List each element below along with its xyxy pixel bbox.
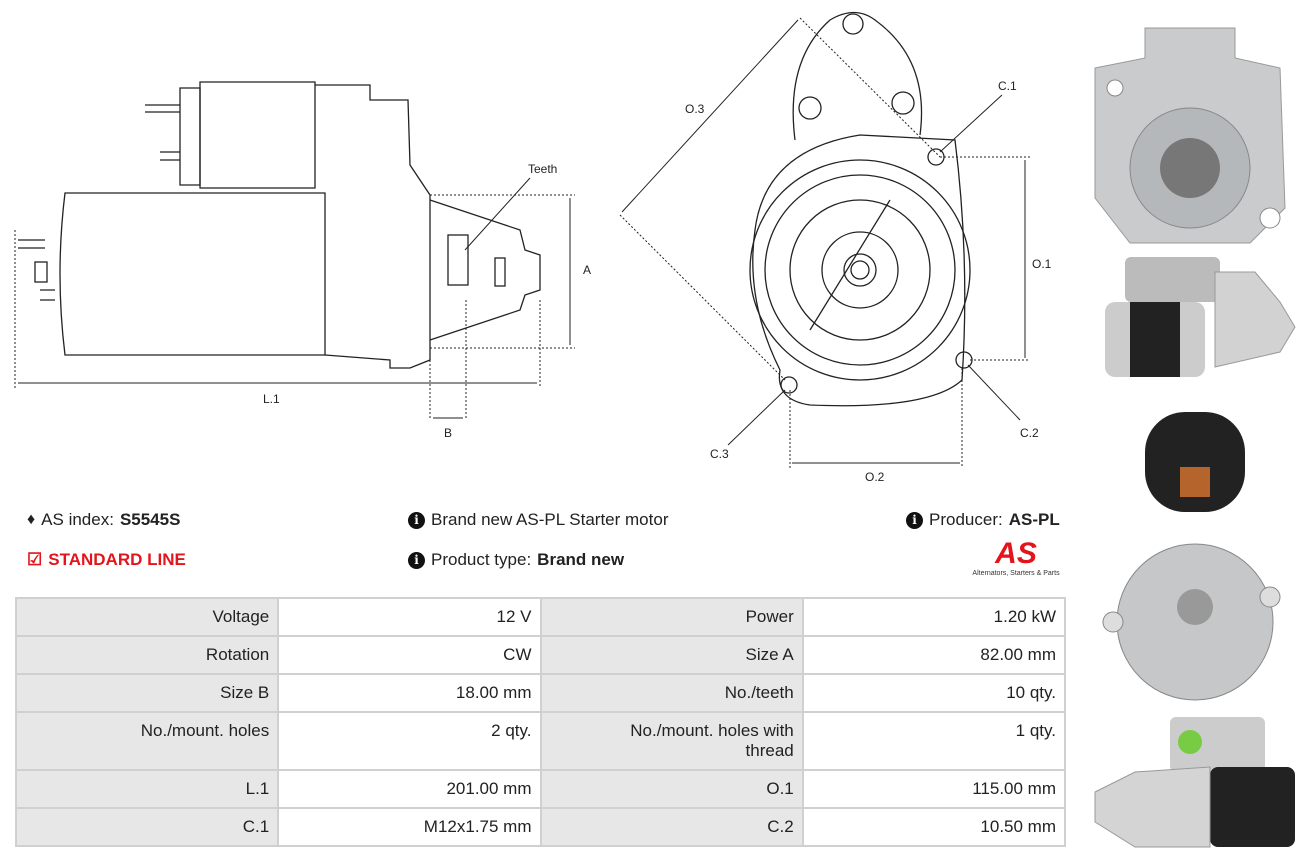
spec-label: O.1 — [539, 769, 804, 809]
side-view-drawing: Teeth A L.1 B — [14, 81, 591, 440]
spec-label: Voltage — [14, 597, 280, 637]
logo-tagline: Alternators, Starters & Parts — [972, 570, 1060, 577]
producer-label: Producer: — [929, 510, 1003, 529]
spec-value: 201.00 mm — [277, 769, 542, 809]
description-text: Brand new AS-PL Starter motor — [431, 510, 669, 529]
product-type-value: Brand new — [537, 550, 625, 569]
spec-label: Power — [539, 597, 804, 637]
front-view-drawing: C.1 O.1 C.2 O.2 C.3 O.3 — [619, 11, 1052, 484]
spec-label: C.2 — [539, 807, 804, 847]
tags-icon: ♦ — [27, 511, 36, 528]
label-c3: C.3 — [710, 447, 729, 461]
as-index-label: AS index: — [41, 510, 114, 529]
product-photo-rear — [1085, 402, 1300, 702]
standard-line: ☑ STANDARD LINE — [27, 550, 186, 570]
producer: i Producer: AS-PL — [906, 510, 1060, 530]
spec-value: CW — [277, 635, 542, 675]
spec-label: No./mount. holes with thread — [539, 711, 804, 771]
product-type: i Product type: Brand new — [408, 550, 624, 570]
product-photo-front — [1085, 8, 1300, 248]
as-index-value: S5545S — [119, 510, 181, 529]
spec-label: No./teeth — [539, 673, 804, 713]
product-photo-side — [1085, 252, 1300, 382]
as-pl-logo: AS Alternators, Starters & Parts — [962, 538, 1070, 577]
label-b: B — [444, 426, 452, 440]
spec-label: C.1 — [14, 807, 280, 847]
spec-value: 10 qty. — [801, 673, 1067, 713]
label-o3: O.3 — [685, 102, 705, 116]
spec-value: 10.50 mm — [801, 807, 1067, 847]
spec-label: L.1 — [14, 769, 280, 809]
as-index: ♦ AS index: S5545S — [27, 510, 180, 530]
label-a: A — [583, 263, 591, 277]
producer-value: AS-PL — [1008, 510, 1060, 529]
standard-line-label: STANDARD LINE — [48, 550, 186, 569]
checkbox-icon: ☑ — [27, 550, 43, 569]
logo-mark: AS — [962, 538, 1070, 570]
spec-value: 1.20 kW — [801, 597, 1067, 637]
label-o1: O.1 — [1032, 257, 1052, 271]
info-icon: i — [906, 511, 923, 529]
spec-value: 115.00 mm — [801, 769, 1067, 809]
spec-value: 2 qty. — [277, 711, 542, 771]
spec-value: 12 V — [277, 597, 542, 637]
spec-label: No./mount. holes — [14, 711, 280, 771]
spec-value: 1 qty. — [801, 711, 1067, 771]
spec-value: 82.00 mm — [801, 635, 1067, 675]
product-photo-top — [1085, 712, 1300, 852]
label-teeth: Teeth — [528, 162, 557, 176]
info-icon: i — [408, 511, 425, 529]
label-c2: C.2 — [1020, 426, 1039, 440]
spec-label: Size B — [14, 673, 280, 713]
info-icon: i — [408, 551, 425, 569]
label-o2: O.2 — [865, 470, 885, 484]
label-c1: C.1 — [998, 79, 1017, 93]
label-l1: L.1 — [263, 392, 280, 406]
spec-value: M12x1.75 mm — [277, 807, 542, 847]
spec-value: 18.00 mm — [277, 673, 542, 713]
spec-label: Rotation — [14, 635, 280, 675]
description: i Brand new AS-PL Starter motor — [408, 510, 668, 530]
spec-label: Size A — [539, 635, 804, 675]
product-type-label: Product type: — [431, 550, 532, 569]
